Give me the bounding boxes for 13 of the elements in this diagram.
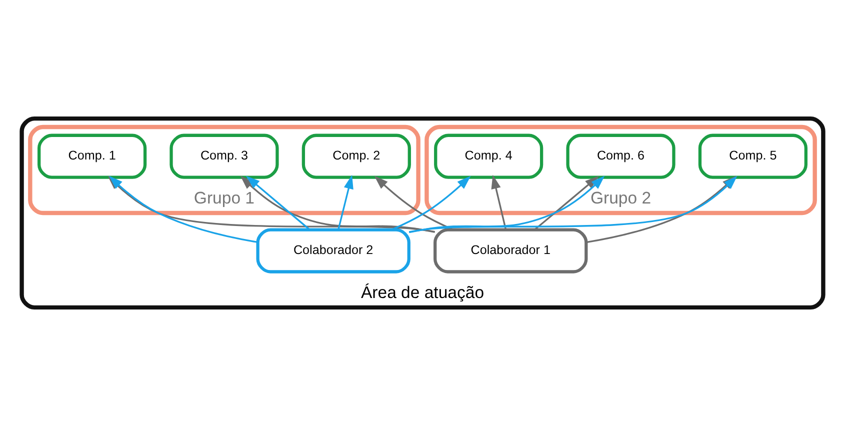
node-box: Comp. 3: [170, 133, 279, 178]
arrow: [491, 174, 507, 230]
arrow: [338, 174, 354, 230]
arrow: [374, 175, 454, 230]
node-box: Comp. 1: [38, 133, 147, 178]
arrow: [246, 175, 310, 230]
node-box: Comp. 5: [698, 133, 808, 178]
node-box: Colaborador 2: [256, 228, 410, 273]
node-box: Colaborador 1: [434, 228, 588, 273]
node-box: Comp. 4: [434, 133, 544, 178]
node-box: Comp. 2: [302, 133, 411, 178]
arrow: [391, 175, 471, 230]
node-box: Comp. 6: [566, 133, 676, 178]
